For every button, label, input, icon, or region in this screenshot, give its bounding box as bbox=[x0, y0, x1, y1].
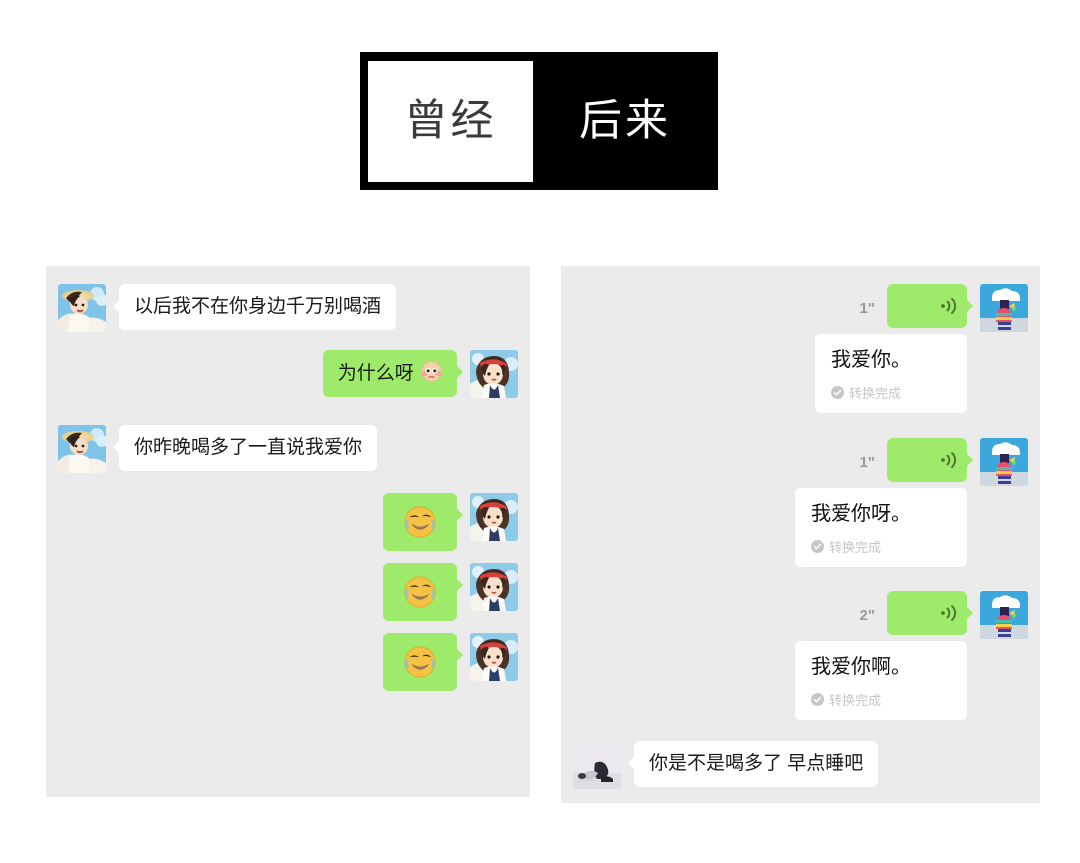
chat-panel-after: 1" 我爱你。 转换完成 bbox=[561, 266, 1040, 803]
rolling-on-floor-laughing-emoji bbox=[403, 575, 437, 609]
voice-message-bubble[interactable] bbox=[887, 438, 973, 482]
transcript-status: 转换完成 bbox=[811, 537, 951, 556]
chat-bubble[interactable]: 你是不是喝多了 早点睡吧 bbox=[627, 741, 879, 787]
chat-bubble-sticker[interactable] bbox=[383, 493, 463, 551]
headband-girl-avatar[interactable] bbox=[470, 493, 518, 541]
voice-transcript-card[interactable]: 我爱你。 转换完成 bbox=[815, 334, 967, 413]
voice-message-row: 1" bbox=[860, 438, 1028, 486]
transcript-text: 我爱你啊。 bbox=[811, 656, 911, 678]
headband-girl-avatar[interactable] bbox=[470, 633, 518, 681]
rolling-on-floor-laughing-emoji bbox=[403, 645, 437, 679]
voice-duration-label: 2" bbox=[859, 606, 875, 624]
voice-transcript-card[interactable]: 我爱你呀。 转换完成 bbox=[795, 488, 967, 567]
transcript-text: 我爱你。 bbox=[831, 349, 911, 371]
sound-wave-icon bbox=[938, 450, 958, 470]
transcript-status-label: 转换完成 bbox=[849, 386, 902, 401]
transcript-text: 我爱你呀。 bbox=[811, 503, 911, 525]
straw-hat-girl-avatar[interactable] bbox=[58, 284, 106, 332]
sound-wave-icon bbox=[938, 603, 958, 623]
bubble-text: 你是不是喝多了 早点睡吧 bbox=[649, 753, 864, 774]
message-row: 以后我不在你身边千万别喝酒 bbox=[58, 284, 397, 332]
message-row bbox=[383, 493, 518, 551]
cloud-person-avatar[interactable] bbox=[980, 284, 1028, 332]
flushed-face-emoji bbox=[421, 361, 442, 382]
cloud-person-avatar[interactable] bbox=[980, 438, 1028, 486]
chat-bubble-sticker[interactable] bbox=[383, 633, 463, 691]
voice-transcript-card[interactable]: 我爱你啊。 转换完成 bbox=[795, 641, 967, 720]
chat-bubble[interactable]: 你昨晚喝多了一直说我爱你 bbox=[112, 425, 378, 471]
chat-bubble[interactable]: 为什么呀 bbox=[322, 350, 464, 397]
bubble-text: 你昨晚喝多了一直说我爱你 bbox=[134, 437, 363, 458]
cloud-person-avatar[interactable] bbox=[980, 591, 1028, 639]
chat-bubble[interactable]: 以后我不在你身边千万别喝酒 bbox=[112, 284, 397, 330]
voice-message-bubble[interactable] bbox=[887, 591, 973, 635]
transcript-status: 转换完成 bbox=[831, 383, 951, 402]
header-after-label: 后来 bbox=[579, 97, 671, 145]
message-row: 你昨晚喝多了一直说我爱你 bbox=[58, 425, 378, 473]
voice-duration-label: 1" bbox=[859, 453, 875, 471]
header-before-panel: 曾经 bbox=[368, 61, 533, 182]
header-banner: 曾经 后来 bbox=[360, 52, 718, 190]
message-row: 为什么呀 bbox=[322, 350, 518, 398]
message-row: 你是不是喝多了 早点睡吧 bbox=[573, 741, 879, 789]
bubble-text: 为什么呀 bbox=[337, 363, 414, 384]
straw-hat-girl-avatar[interactable] bbox=[58, 425, 106, 473]
transcript-status: 转换完成 bbox=[811, 690, 951, 709]
voice-message-row: 1" bbox=[860, 284, 1028, 332]
transcript-status-label: 转换完成 bbox=[829, 540, 882, 555]
check-circle-icon bbox=[811, 693, 824, 706]
transcript-status-label: 转换完成 bbox=[829, 693, 882, 708]
voice-duration-label: 1" bbox=[859, 299, 875, 317]
headband-girl-avatar[interactable] bbox=[470, 350, 518, 398]
header-after-panel: 后来 bbox=[540, 61, 710, 182]
lying-person-photo-avatar[interactable] bbox=[573, 741, 621, 789]
sound-wave-icon bbox=[938, 296, 958, 316]
bubble-text: 以后我不在你身边千万别喝酒 bbox=[134, 296, 382, 317]
voice-message-bubble[interactable] bbox=[887, 284, 973, 328]
header-before-label: 曾经 bbox=[404, 97, 497, 145]
message-row bbox=[383, 563, 518, 621]
voice-message-row: 2" bbox=[860, 591, 1028, 639]
check-circle-icon bbox=[831, 386, 844, 399]
message-row bbox=[383, 633, 518, 691]
rolling-on-floor-laughing-emoji bbox=[403, 505, 437, 539]
chat-panel-before: 以后我不在你身边千万别喝酒 为 bbox=[46, 266, 530, 797]
check-circle-icon bbox=[811, 540, 824, 553]
chat-bubble-sticker[interactable] bbox=[383, 563, 463, 621]
headband-girl-avatar[interactable] bbox=[470, 563, 518, 611]
